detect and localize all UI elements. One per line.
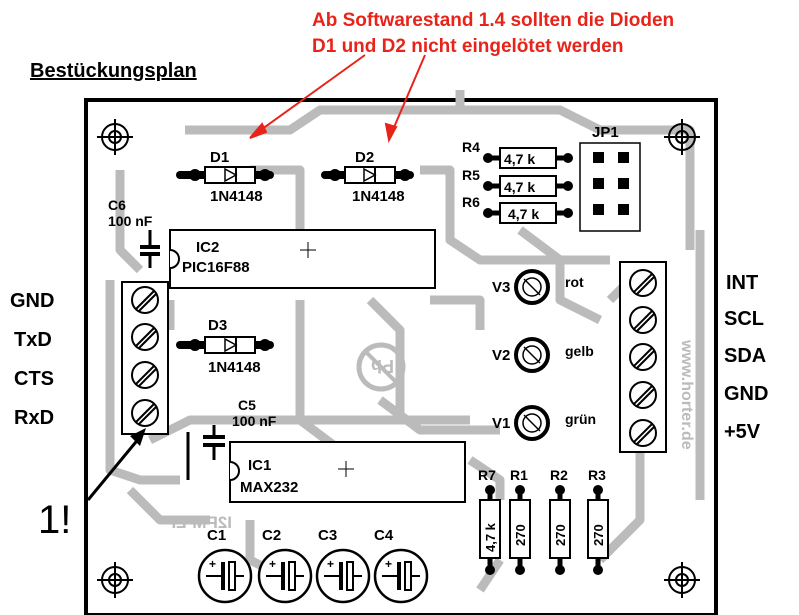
svg-text:+: +: [209, 557, 216, 571]
resistor-r5: R5 4,7 k: [462, 167, 573, 197]
diode-d2: D2 1N4148: [321, 149, 414, 205]
pin-one-arrow: [86, 428, 146, 501]
v1-color: grün: [565, 411, 596, 427]
left-label-gnd: GND: [10, 290, 55, 312]
r1-value: 270: [513, 524, 528, 546]
c4-ref: C4: [374, 527, 394, 544]
svg-text:+: +: [385, 557, 392, 571]
d2-ref: D2: [355, 149, 374, 166]
led-v2: V2 gelb: [492, 337, 594, 373]
left-label-rxd: RxD: [14, 407, 55, 429]
lead-free-mark: Pb: [356, 342, 406, 392]
ic2-value: PIC16F88: [182, 259, 250, 276]
page-title: Bestückungsplan: [30, 60, 197, 82]
r5-value: 4,7 k: [504, 179, 535, 195]
pin-one-marker: 1!: [38, 498, 72, 542]
resistor-r6: R6 4,7 k: [462, 194, 573, 224]
r4-value: 4,7 k: [504, 151, 535, 167]
ic1-value: MAX232: [240, 479, 298, 496]
jumper-jp1: JP1: [579, 124, 641, 232]
v3-ref: V3: [492, 279, 510, 296]
lead-free-text: Pb: [371, 356, 394, 376]
d1-value: 1N4148: [210, 188, 263, 205]
ic1-chip: IC1 MAX232: [229, 441, 466, 503]
r6-value: 4,7 k: [508, 206, 539, 222]
c5-value: 100 nF: [232, 413, 277, 429]
r4-ref: R4: [462, 139, 480, 155]
capacitor-c4: + C4: [373, 527, 429, 604]
warning-note-line1: Ab Softwarestand 1.4 sollten die Dioden: [312, 10, 675, 31]
r6-ref: R6: [462, 194, 480, 210]
right-label-scl: SCL: [724, 308, 764, 330]
v2-color: gelb: [565, 343, 594, 359]
warning-arrows: [249, 54, 426, 143]
board-mirror-text: I2PM-LP: [165, 513, 232, 532]
ic2-chip: IC2 PIC16F88: [169, 229, 436, 289]
right-label-gnd: GND: [724, 383, 769, 405]
c3-ref: C3: [318, 527, 337, 544]
r2-ref: R2: [550, 467, 568, 483]
c5-ref: C5: [238, 397, 256, 413]
d2-value: 1N4148: [352, 188, 405, 205]
capacitor-c2: + C2: [257, 527, 313, 604]
mounting-hole-tl: [97, 119, 133, 155]
led-v3: V3 rot: [492, 269, 584, 305]
left-label-txd: TxD: [14, 329, 52, 351]
capacitor-c1: + C1: [197, 527, 253, 604]
r3-value: 270: [591, 524, 606, 546]
mounting-hole-tr: [664, 119, 700, 155]
right-label-5v: +5V: [724, 421, 761, 443]
c2-ref: C2: [262, 527, 281, 544]
d3-value: 1N4148: [208, 359, 261, 376]
board-vertical-text: www.horter.de: [678, 339, 695, 450]
d1-ref: D1: [210, 149, 229, 166]
capacitor-c3: + C3: [315, 527, 371, 604]
c6-value: 100 nF: [108, 213, 153, 229]
v2-ref: V2: [492, 347, 510, 364]
v3-color: rot: [565, 274, 584, 290]
resistor-r7: R7 4,7 k: [478, 467, 501, 575]
left-screw-terminal: [121, 281, 169, 435]
arrow-head-d2: [384, 122, 398, 143]
r7-ref: R7: [478, 467, 496, 483]
diode-d1: D1 1N4148: [176, 149, 274, 205]
left-label-cts: CTS: [14, 368, 54, 390]
c1-ref: C1: [207, 527, 226, 544]
svg-text:+: +: [269, 557, 276, 571]
arrow-head-d1: [249, 122, 268, 139]
r7-value: 4,7 k: [483, 522, 498, 552]
right-label-sda: SDA: [724, 345, 767, 367]
d3-ref: D3: [208, 317, 227, 334]
r2-value: 270: [553, 524, 568, 546]
ic1-ref: IC1: [248, 457, 271, 474]
svg-text:+: +: [327, 557, 334, 571]
mounting-hole-br: [664, 562, 700, 598]
capacitor-c6: C6 100 nF: [108, 197, 160, 268]
resistor-r2: R2 270: [549, 467, 571, 575]
ic2-ref: IC2: [196, 239, 219, 256]
led-v1: V1 grün: [492, 405, 596, 441]
r3-ref: R3: [588, 467, 606, 483]
right-label-int: INT: [726, 272, 759, 294]
resistor-r4: R4 4,7 k: [462, 139, 573, 169]
arrow-to-d2: [391, 54, 426, 133]
r1-ref: R1: [510, 467, 528, 483]
v1-ref: V1: [492, 415, 510, 432]
jp1-ref: JP1: [592, 124, 619, 141]
mounting-holes: [97, 119, 700, 598]
diode-d3: D3 1N4148: [176, 317, 274, 376]
resistor-r1: R1 270: [509, 467, 531, 575]
capacitor-c5: C5 100 nF: [186, 397, 277, 480]
arrow-to-d1: [257, 54, 366, 133]
r5-ref: R5: [462, 167, 480, 183]
warning-note-line2: D1 und D2 nicht eingelötet werden: [312, 36, 624, 57]
right-screw-terminal: [619, 261, 667, 453]
mounting-hole-bl: [97, 562, 133, 598]
resistor-r3: R3 270: [587, 467, 609, 575]
c6-ref: C6: [108, 197, 126, 213]
